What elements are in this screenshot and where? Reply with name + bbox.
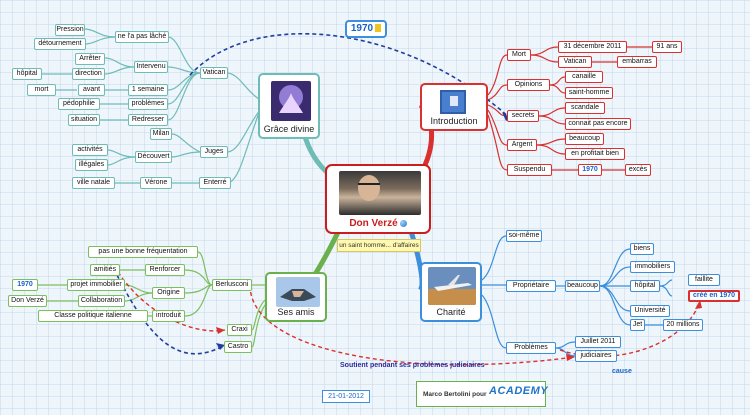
node-craxi[interactable]: Craxi bbox=[227, 324, 252, 336]
hub-ses-amis-label: Ses amis bbox=[277, 307, 315, 317]
hub-grace-label: Grâce divine bbox=[263, 124, 315, 134]
node-detournement[interactable]: détournement bbox=[34, 38, 86, 50]
node-biens[interactable]: biens bbox=[630, 243, 654, 255]
central-topic-title: Don Verzé bbox=[327, 218, 429, 229]
node-suspendu[interactable]: Suspendu bbox=[507, 164, 552, 176]
hub-ses-amis[interactable]: Ses amis bbox=[265, 272, 327, 322]
portrait-image bbox=[339, 171, 421, 215]
node-don-verze[interactable]: Don Verzé bbox=[8, 295, 47, 307]
node-decouvert[interactable]: Découvert bbox=[135, 151, 172, 163]
node-mort[interactable]: mort bbox=[27, 84, 56, 96]
portrait-glasses bbox=[358, 183, 380, 190]
node-activites[interactable]: activités bbox=[72, 144, 108, 156]
node-ne-la-pas-lache[interactable]: ne l'a pas lâché bbox=[115, 31, 169, 43]
node-hopital[interactable]: hôpital bbox=[12, 68, 42, 80]
node-1-semaine[interactable]: 1 semaine bbox=[128, 84, 168, 96]
node-milan[interactable]: Milan bbox=[150, 128, 172, 140]
central-subtitle: un saint homme... d'affaires bbox=[337, 239, 421, 252]
node-juges[interactable]: Juges bbox=[200, 146, 228, 158]
node-enterre[interactable]: Enterré bbox=[199, 177, 231, 189]
node-saint-homme[interactable]: saint-homme bbox=[565, 87, 613, 99]
hub-grace-divine[interactable]: Grâce divine bbox=[258, 73, 320, 139]
node-classe-politique-italienne[interactable]: Classe politique italienne bbox=[38, 310, 148, 322]
node-faillite[interactable]: faillite bbox=[688, 274, 720, 286]
node-pedophilie[interactable]: pédophilie bbox=[58, 98, 100, 110]
credit-text: Marco Bertolini pour bbox=[423, 391, 487, 398]
node-proprietaire[interactable]: Propriétaire bbox=[506, 280, 556, 292]
node-avant[interactable]: avant bbox=[78, 84, 105, 96]
node-31-decembre-2011[interactable]: 31 décembre 2011 bbox=[558, 41, 627, 53]
year-note-text: 1970 bbox=[350, 23, 374, 34]
credit-box: Marco Bertolini pour ACADEMY bbox=[416, 381, 549, 407]
hub-charite-label: Charité bbox=[436, 307, 466, 317]
cree-en-1970-label: créé en 1970 bbox=[692, 292, 736, 299]
node-opinions[interactable]: Opinions bbox=[507, 79, 550, 91]
node-91-ans[interactable]: 91 ans bbox=[652, 41, 682, 53]
node-cree-en-1970[interactable]: créé en 1970 bbox=[688, 290, 740, 302]
node-immobiliers[interactable]: immobiliers bbox=[630, 261, 675, 273]
node-redresser[interactable]: Redresser bbox=[128, 114, 168, 126]
node-beaucoup-charite[interactable]: beaucoup bbox=[565, 280, 600, 292]
node-origine[interactable]: Origine bbox=[152, 287, 185, 299]
node-projet-immobilier[interactable]: projet immobilier bbox=[67, 279, 125, 291]
node-universite[interactable]: Université bbox=[630, 305, 670, 317]
central-topic[interactable]: Don Verzé bbox=[325, 164, 431, 234]
node-vatican[interactable]: Vatican bbox=[200, 67, 228, 79]
node-embarras[interactable]: embarras bbox=[617, 56, 657, 68]
node-scandale[interactable]: scandale bbox=[565, 102, 605, 114]
note-icon bbox=[375, 24, 382, 33]
hub-introduction-label: Introduction bbox=[430, 116, 478, 126]
portrait-face bbox=[358, 175, 380, 201]
node-mort-intro[interactable]: Mort bbox=[507, 49, 531, 61]
node-intervenu[interactable]: Intervenu bbox=[134, 61, 168, 73]
book-icon bbox=[440, 90, 466, 114]
node-hopital-charite[interactable]: hôpital bbox=[630, 280, 660, 292]
date-box: 21-01-2012 bbox=[322, 390, 370, 403]
node-verone[interactable]: Vérone bbox=[140, 177, 172, 189]
node-canaille[interactable]: canaille bbox=[565, 71, 603, 83]
node-collaboration[interactable]: Collaboration bbox=[78, 295, 125, 307]
node-soi-meme[interactable]: soi-même bbox=[506, 230, 542, 242]
node-amities[interactable]: amitiés bbox=[90, 264, 120, 276]
relationship-label-cause: cause bbox=[612, 368, 632, 375]
node-jet[interactable]: Jet bbox=[630, 319, 645, 331]
node-pas-une-bonne-frequentation[interactable]: pas une bonne fréquentation bbox=[88, 246, 198, 258]
jet-icon bbox=[428, 267, 476, 305]
node-arreter[interactable]: Arrêter bbox=[75, 53, 105, 65]
globe-icon bbox=[399, 219, 407, 227]
floating-year-note[interactable]: 1970 bbox=[345, 20, 387, 38]
node-situation[interactable]: situation bbox=[68, 114, 100, 126]
node-beaucoup-intro[interactable]: beaucoup bbox=[565, 133, 604, 145]
node-berlusconi[interactable]: Berlusconi bbox=[212, 279, 252, 291]
node-ville-natale[interactable]: ville natale bbox=[72, 177, 115, 189]
node-direction[interactable]: direction bbox=[72, 68, 105, 80]
node-judiciaires[interactable]: judiciaires bbox=[575, 350, 617, 362]
node-exces[interactable]: excès bbox=[625, 164, 651, 176]
praying-hands-icon bbox=[271, 81, 311, 121]
node-castro[interactable]: Castro bbox=[224, 341, 252, 353]
hub-charite[interactable]: Charité bbox=[420, 262, 482, 322]
node-introduit[interactable]: introduit bbox=[152, 310, 185, 322]
node-secrets[interactable]: secrets bbox=[507, 110, 539, 122]
node-problemes[interactable]: problèmes bbox=[128, 98, 168, 110]
node-pression[interactable]: Pression bbox=[55, 24, 85, 36]
node-connait-pas-encore[interactable]: connait pas encore bbox=[565, 118, 631, 130]
node-illegales[interactable]: illégales bbox=[75, 159, 108, 171]
node-1970-suspendu[interactable]: 1970 bbox=[578, 164, 602, 176]
node-vatican-intro[interactable]: Vatican bbox=[558, 56, 592, 68]
hub-introduction[interactable]: Introduction bbox=[420, 83, 488, 131]
academy-logo: ACADEMY bbox=[489, 385, 549, 397]
node-1970-projet[interactable]: 1970 bbox=[12, 279, 38, 291]
node-juillet-2011[interactable]: Juillet 2011 bbox=[575, 336, 621, 348]
node-en-profitait-bien[interactable]: en profitait bien bbox=[565, 148, 625, 160]
node-renforcer[interactable]: Renforcer bbox=[145, 264, 185, 276]
handshake-icon bbox=[276, 277, 320, 307]
node-20-millions[interactable]: 20 millions bbox=[663, 319, 703, 331]
relationship-label-soutient: Soutient pendant ses problèmes judiciair… bbox=[340, 362, 485, 369]
node-problemes-charite[interactable]: Problèmes bbox=[506, 342, 556, 354]
node-argent[interactable]: Argent bbox=[507, 139, 537, 151]
